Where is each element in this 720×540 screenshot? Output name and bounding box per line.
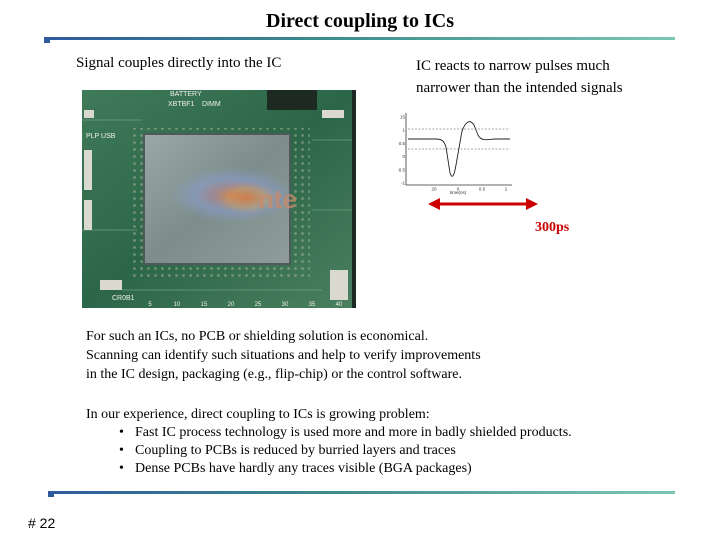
- paragraph-line: Scanning can identify such situations an…: [86, 348, 481, 363]
- plot-x-label: time(ns): [450, 190, 467, 195]
- right-caption-line: narrower than the intended signals: [416, 80, 623, 96]
- chip-overlay-text: nte: [258, 184, 297, 214]
- waveform-trace: [408, 121, 510, 177]
- slide-title: Direct coupling to ICs: [266, 10, 454, 32]
- bullet-text: Dense PCBs have hardly any traces visibl…: [135, 461, 472, 476]
- silkscreen-number: 5: [148, 302, 152, 308]
- plot-y-tick-label: 0: [402, 154, 405, 159]
- right-caption-line: IC reacts to narrow pulses much: [416, 58, 610, 74]
- plot-x-tick-label: 20: [431, 187, 437, 192]
- plot-x-tick-label: 1: [505, 187, 508, 192]
- silkscreen-text: DIMM: [202, 101, 221, 108]
- plot-x-tick-label: 0.5: [479, 187, 486, 192]
- waveform-plot: 15 1 0.5 0 -0.5 -1 20 0 0.5 1 time(ns): [398, 113, 512, 195]
- bullet-icon: •: [119, 443, 124, 458]
- bullet-icon: •: [119, 461, 124, 476]
- bullet-text: Coupling to PCBs is reduced by burried l…: [135, 443, 456, 458]
- silkscreen-number: 35: [309, 302, 316, 308]
- right-caption: IC reacts to narrow pulses much narrower…: [416, 55, 686, 99]
- footer-rule-tick: [48, 494, 54, 497]
- silkscreen-text: XBTBF1: [168, 101, 195, 108]
- list-item: • Fast IC process technology is used more…: [119, 424, 572, 442]
- bullet-text: Fast IC process technology is used more …: [135, 425, 572, 440]
- slide-number: # 22: [28, 515, 56, 531]
- plot-y-tick-label: -1: [401, 181, 405, 186]
- silkscreen-text: CR0B1: [112, 295, 135, 302]
- plot-x-tick-label: 0: [457, 187, 460, 192]
- bullet-icon: •: [119, 425, 124, 440]
- silkscreen-text: BATTERY: [170, 91, 202, 98]
- list-item: • Coupling to PCBs is reduced by burried …: [119, 442, 572, 460]
- plot-y-tick-label: 15: [400, 115, 406, 120]
- paragraph-line: For such an ICs, no PCB or shielding sol…: [86, 329, 429, 344]
- paragraph-line: in the IC design, packaging (e.g., flip-…: [86, 367, 462, 382]
- silkscreen-number: 15: [201, 302, 208, 308]
- paragraph-intro: In our experience, direct coupling to IC…: [86, 407, 430, 422]
- silkscreen-number: 40: [336, 302, 343, 308]
- list-item: • Dense PCBs have hardly any traces visib…: [119, 460, 572, 478]
- pulse-width-arrow: [428, 198, 538, 210]
- silkscreen-number: 25: [255, 302, 262, 308]
- title-underline-tick: [44, 40, 50, 43]
- paragraph-economics: For such an ICs, no PCB or shielding sol…: [86, 327, 481, 384]
- title-underline: [44, 37, 675, 40]
- silkscreen-number: 20: [228, 302, 235, 308]
- paragraph-experience: In our experience, direct coupling to IC…: [86, 406, 572, 478]
- silkscreen-number: 10: [174, 302, 181, 308]
- left-caption: Signal couples directly into the IC: [76, 55, 282, 71]
- silkscreen-text: PLP USB: [86, 133, 116, 140]
- bullet-list: • Fast IC process technology is used more…: [86, 424, 572, 478]
- pcb-chip-photo: nte BATTERY XBTBF1 DIMM PLP USB CR0B1 5 1…: [82, 90, 356, 308]
- pulse-width-label: 300ps: [535, 220, 570, 235]
- plot-y-tick-label: 0.5: [399, 141, 406, 146]
- plot-y-tick-label: 1: [402, 128, 405, 133]
- silkscreen-number: 30: [282, 302, 289, 308]
- plot-y-tick-label: -0.5: [398, 167, 405, 172]
- footer-rule: [48, 491, 675, 494]
